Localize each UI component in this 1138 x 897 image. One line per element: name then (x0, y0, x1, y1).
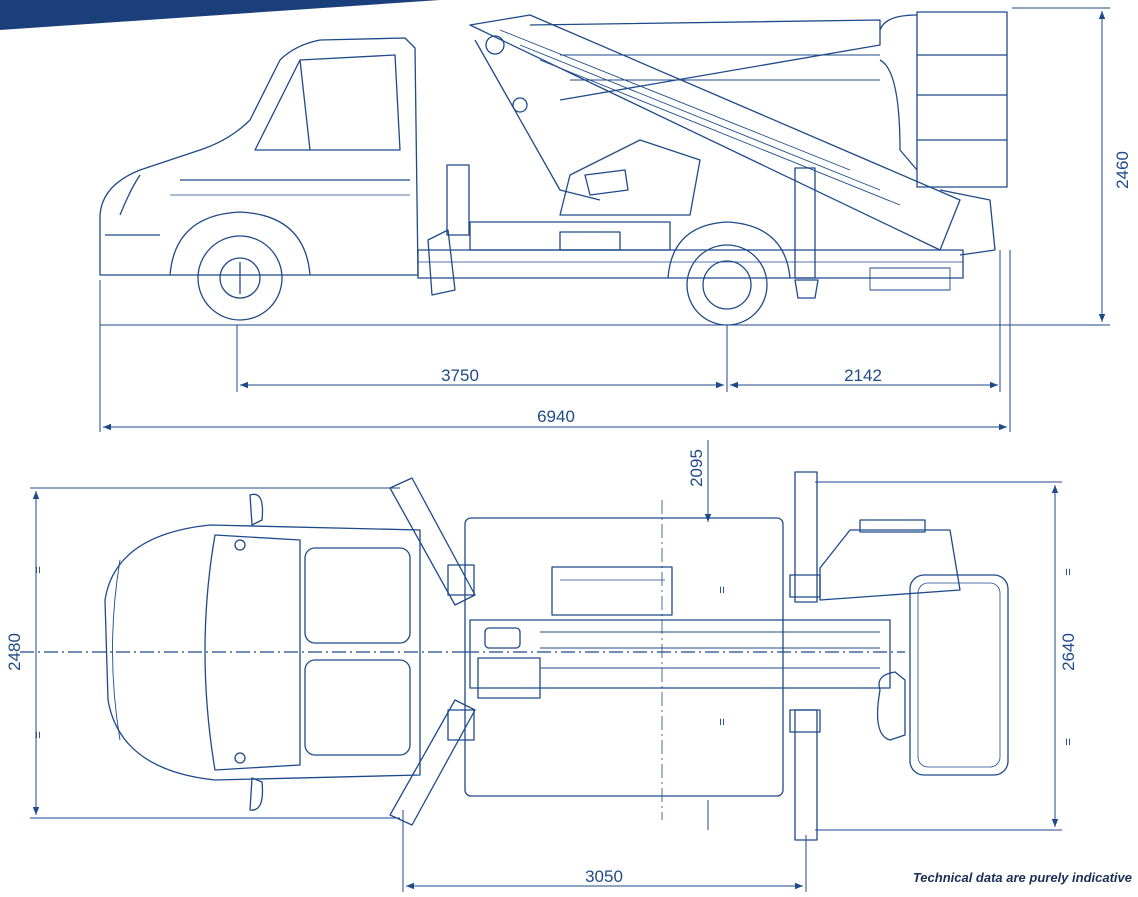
disclaimer-note: Technical data are purely indicative (912, 870, 1132, 885)
equal-mark-center-bottom: = (714, 718, 729, 726)
height-label: 2460 (1113, 151, 1132, 189)
stabilizer-spread-label: 3050 (585, 867, 623, 886)
stabilizer-position-label: 2095 (687, 449, 706, 487)
equal-mark-rear-bottom: = (1060, 738, 1075, 746)
equal-mark-front-top: = (30, 566, 45, 574)
top-view-drawing (20, 471, 1009, 841)
front-stabilizer-width-label: 2480 (5, 633, 24, 671)
corner-banner (0, 0, 440, 30)
side-dimension-lines (99, 7, 1110, 432)
rear-stabilizer-width-label: 2640 (1059, 633, 1078, 671)
wheelbase-label: 3750 (441, 366, 479, 385)
equal-mark-front-bottom: = (30, 731, 45, 739)
side-view-drawing (99, 11, 1110, 326)
top-dimension-lines (30, 440, 1062, 892)
equal-mark-center-top: = (714, 586, 729, 594)
equal-mark-rear-top: = (1060, 568, 1075, 576)
rear-overhang-label: 2142 (844, 366, 882, 385)
overall-length-label: 6940 (537, 407, 575, 426)
